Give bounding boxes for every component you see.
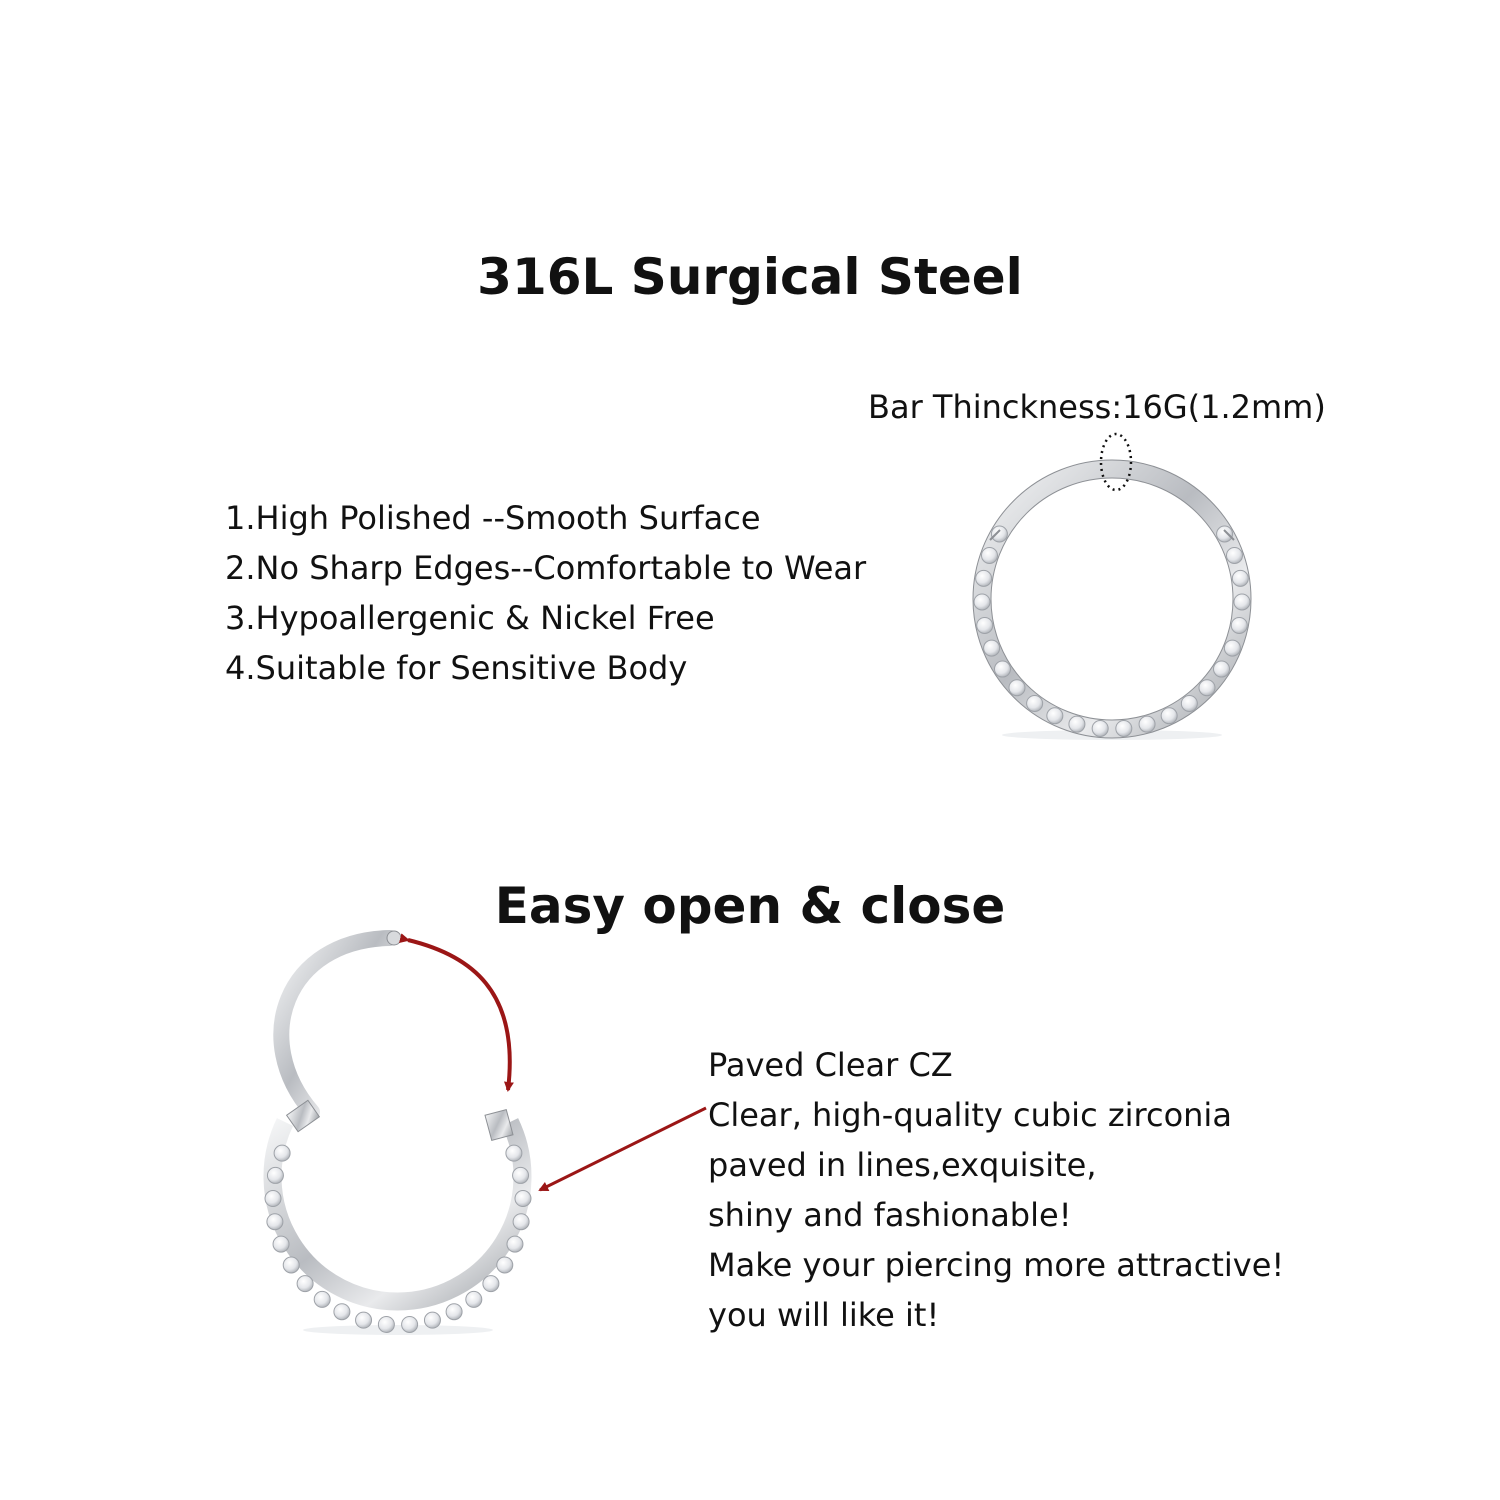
cz-stone xyxy=(1026,694,1044,712)
cz-stone xyxy=(990,525,1008,543)
cz-stone xyxy=(1225,546,1243,564)
cz-stone xyxy=(1068,715,1086,733)
cz-stone xyxy=(1160,707,1178,725)
cz-stone xyxy=(973,593,991,611)
cz-line: paved in lines,exquisite, xyxy=(708,1146,1097,1184)
cz-stone xyxy=(512,1166,530,1184)
cz-line: you will like it! xyxy=(708,1296,940,1334)
cz-line: Make your piercing more attractive! xyxy=(708,1246,1285,1284)
cz-stone xyxy=(1223,639,1241,657)
cz-stone xyxy=(993,660,1011,678)
cz-line: Paved Clear CZ xyxy=(708,1046,953,1084)
closed-ring xyxy=(972,459,1252,740)
cz-stone xyxy=(355,1311,373,1329)
cz-stone xyxy=(976,616,994,634)
cz-stone xyxy=(496,1256,514,1274)
cz-stone xyxy=(983,639,1001,657)
cz-stone xyxy=(296,1275,314,1293)
open-close-arrow xyxy=(399,933,514,1092)
cz-stone xyxy=(505,1144,523,1162)
cz-stone xyxy=(273,1144,291,1162)
cz-stone xyxy=(1008,679,1026,697)
cz-stone xyxy=(1180,694,1198,712)
cz-stone xyxy=(1138,715,1156,733)
cz-stone xyxy=(1046,707,1064,725)
cz-stone xyxy=(512,1213,530,1231)
cz-stone xyxy=(1091,719,1109,737)
open-ring xyxy=(263,930,532,1335)
cz-stone xyxy=(401,1315,419,1333)
cz-stone xyxy=(975,569,993,587)
cz-line: Clear, high-quality cubic zirconia xyxy=(708,1096,1232,1134)
cz-stone xyxy=(272,1235,290,1253)
cz-line: shiny and fashionable! xyxy=(708,1196,1072,1234)
bar-thickness-label: Bar Thinckness:16G(1.2mm) xyxy=(868,388,1326,426)
cz-stone xyxy=(282,1256,300,1274)
cz-stone xyxy=(1115,719,1133,737)
cz-stone xyxy=(1233,593,1251,611)
cz-stone xyxy=(377,1315,395,1333)
cz-stone xyxy=(1231,569,1249,587)
feature-item: 4.Suitable for Sensitive Body xyxy=(225,649,688,687)
cz-stone xyxy=(1230,616,1248,634)
feature-item: 1.High Polished --Smooth Surface xyxy=(225,499,761,537)
cz-stone-row xyxy=(264,1144,532,1333)
cz-pointer-arrow xyxy=(538,1106,707,1192)
cz-stone xyxy=(506,1235,524,1253)
cz-stone xyxy=(266,1166,284,1184)
cz-stone-row xyxy=(973,525,1251,737)
feature-item: 2.No Sharp Edges--Comfortable to Wear xyxy=(225,549,867,587)
cz-stone xyxy=(482,1275,500,1293)
thickness-marker xyxy=(1099,432,1133,492)
cz-stone xyxy=(423,1311,441,1329)
cz-stone xyxy=(514,1190,532,1208)
cz-stone xyxy=(1213,660,1231,678)
cz-stone xyxy=(981,546,999,564)
feature-list: 1.High Polished --Smooth Surface 2.No Sh… xyxy=(225,493,866,693)
cz-description: Paved Clear CZ Clear, high-quality cubic… xyxy=(708,1040,1284,1340)
cz-stone xyxy=(264,1190,282,1208)
cz-stone xyxy=(1216,525,1234,543)
cz-stone xyxy=(465,1290,483,1308)
cz-stone xyxy=(445,1303,463,1321)
hinge-heading: Easy open & close xyxy=(494,877,1006,935)
cz-stone xyxy=(266,1213,284,1231)
cz-stone xyxy=(1198,679,1216,697)
cz-stone xyxy=(313,1290,331,1308)
cz-stone xyxy=(333,1303,351,1321)
material-heading: 316L Surgical Steel xyxy=(477,248,1023,306)
feature-item: 3.Hypoallergenic & Nickel Free xyxy=(225,599,715,637)
